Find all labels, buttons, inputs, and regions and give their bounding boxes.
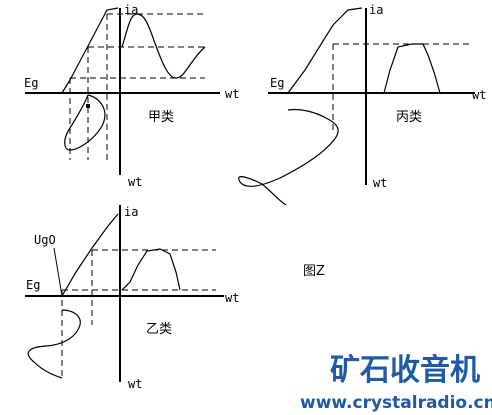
panel-c-title: 丙类 — [396, 110, 422, 125]
panel-b-input-wave — [27, 309, 81, 379]
panel-b-wt-horizontal-label: wt — [225, 291, 239, 305]
panel-a-ia-label: ia — [124, 3, 138, 17]
watermark-brand-text: 矿石收音机 — [330, 353, 480, 388]
panel-a-output-wave — [121, 13, 206, 79]
panel-b-eg-label: Eg — [26, 278, 40, 292]
watermark: 矿石收音机 www.crystalradio.cn — [300, 353, 492, 413]
panel-a-wt-horizontal-label: wt — [225, 87, 239, 101]
panel-class-b: UgO Eg ia wt wt 乙类 — [25, 205, 239, 391]
panel-b-output-pulse — [121, 248, 181, 291]
panel-a-operating-point — [86, 104, 90, 108]
panel-b-wt-vertical-label: wt — [128, 377, 142, 391]
panel-c-wt-horizontal-label: wt — [472, 88, 486, 102]
panel-c-ia-label: ia — [369, 3, 383, 17]
panel-a-wt-vertical-label: wt — [128, 175, 142, 189]
panel-a-input-wave — [64, 94, 106, 151]
panel-c-transfer-curve — [287, 7, 363, 94]
panel-c-input-wave — [238, 108, 339, 206]
panel-a-transfer-curve — [61, 7, 119, 94]
panel-b-transfer-curve — [61, 213, 119, 297]
panel-b-ug0-label: UgO — [34, 233, 56, 247]
panel-c-eg-label: Eg — [270, 76, 284, 90]
watermark-url-text: www.crystalradio.cn — [300, 393, 492, 413]
panel-class-a: Eg ia wt wt 甲类 — [24, 3, 239, 189]
panel-c-output-pulse — [383, 43, 441, 94]
panel-b-ug0-pointer — [53, 247, 63, 297]
panel-b-title: 乙类 — [146, 322, 172, 337]
panel-a-title: 甲类 — [148, 110, 174, 125]
panel-c-wt-vertical-label: wt — [373, 176, 387, 190]
panel-a-eg-label: Eg — [24, 76, 38, 90]
panel-class-c: Eg ia wt wt 丙类 — [238, 3, 486, 206]
panel-b-ia-label: ia — [124, 205, 138, 219]
figure-label: 图Z — [303, 264, 325, 279]
